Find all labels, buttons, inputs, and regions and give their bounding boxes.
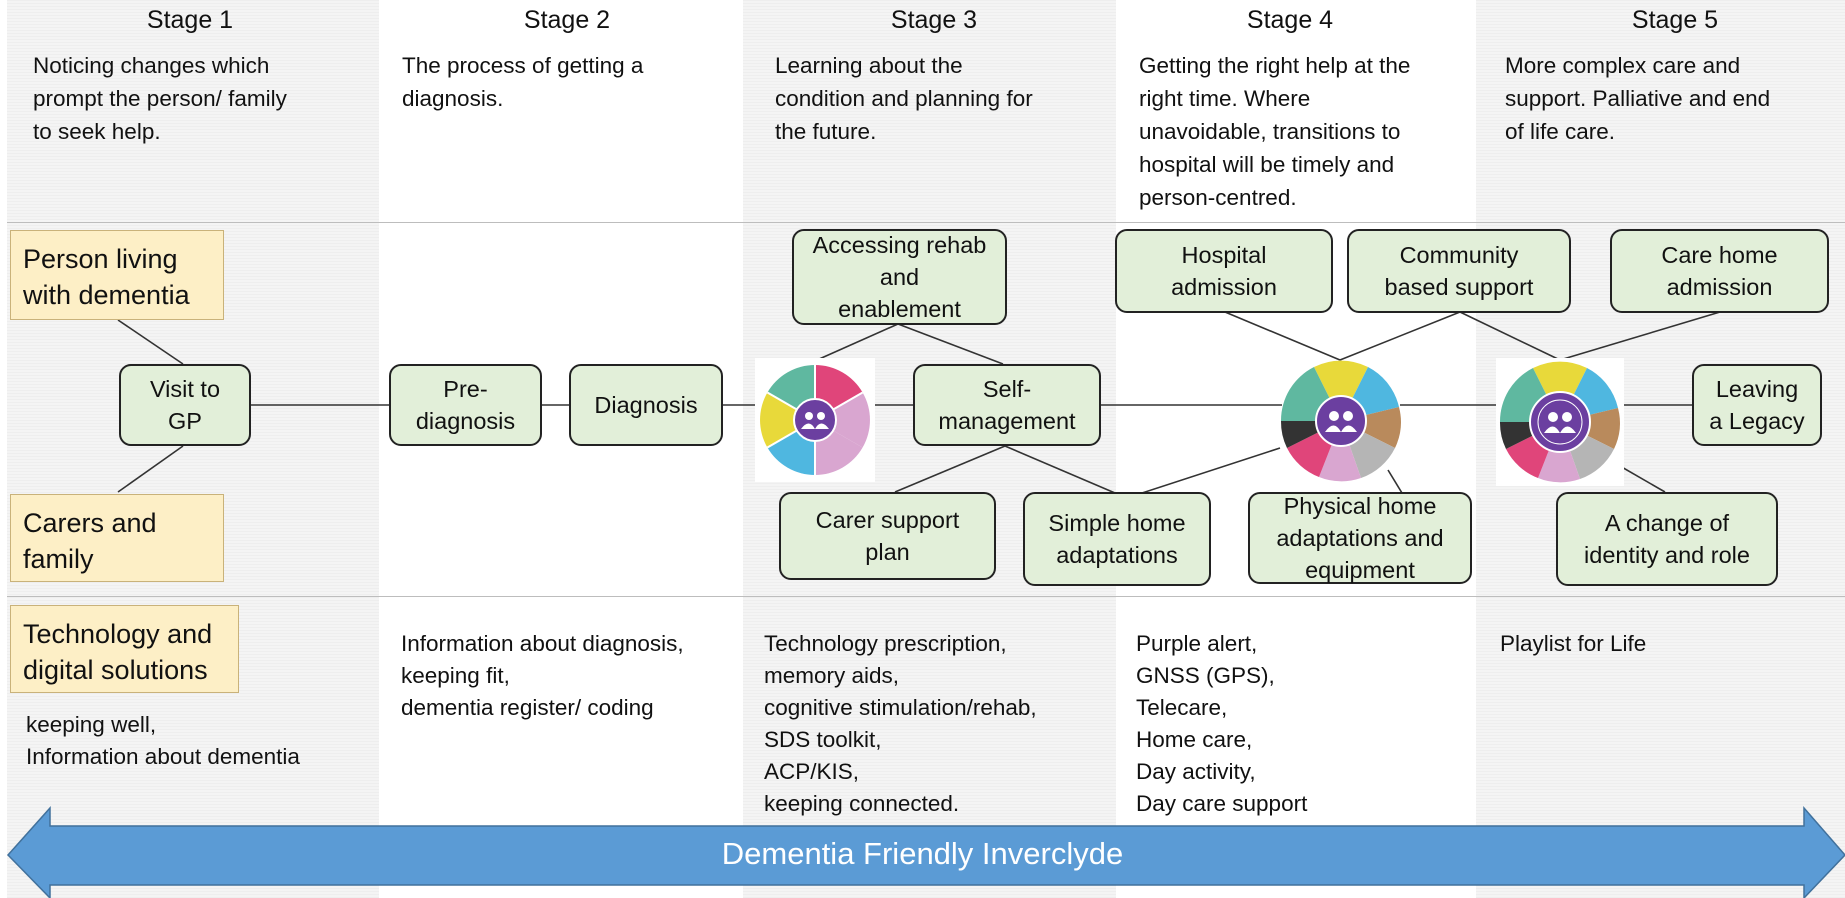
- person-living-with-dementia-label: Person living with dementia: [10, 230, 224, 320]
- care-home-admission-node: Care home admission: [1610, 229, 1829, 313]
- technology-and-digital-solutions-label: Technology and digital solutions: [10, 605, 239, 693]
- stage-2-column: [379, 0, 743, 898]
- technology-stage-4-list: Purple alert, GNSS (GPS), Telecare, Home…: [1136, 631, 1308, 816]
- stage-2-description: The process of getting a diagnosis.: [402, 53, 644, 111]
- technology-stage-1-list: keeping well, Information about dementia: [26, 712, 300, 769]
- accessing-rehab-node: Accessing rehab and enablement: [792, 229, 1007, 325]
- stage-4-title: Stage 4: [1246, 6, 1334, 34]
- visit-to-gp-node: Visit to GP: [119, 364, 251, 446]
- dementia-friendly-inverclyde-banner: Dementia Friendly Inverclyde: [721, 836, 1124, 871]
- stage-1-title: Stage 1: [146, 6, 234, 34]
- care-model-wheel-large: [1496, 358, 1624, 486]
- stage-4-description: Getting the right help at the right time…: [1139, 53, 1411, 210]
- technology-stage-2-list: Information about diagnosis, keeping fit…: [401, 631, 684, 720]
- stage-2-title: Stage 2: [523, 6, 611, 34]
- hospital-admission-node: Hospital admission: [1115, 229, 1333, 313]
- diagnosis-node: Diagnosis: [569, 364, 723, 446]
- stage-3-description: Learning about the condition and plannin…: [775, 53, 1033, 144]
- pre-diagnosis-node: Pre- diagnosis: [389, 364, 542, 446]
- leaving-a-legacy-node: Leaving a Legacy: [1692, 364, 1822, 446]
- stage-1-description: Noticing changes which prompt the person…: [33, 53, 287, 144]
- stage-5-title: Stage 5: [1631, 6, 1719, 34]
- care-model-wheel-small: [755, 358, 875, 482]
- carer-support-plan-node: Carer support plan: [779, 492, 996, 580]
- simple-home-adaptations-node: Simple home adaptations: [1023, 492, 1211, 586]
- technology-stage-3-list: Technology prescription, memory aids, co…: [764, 631, 1037, 816]
- physical-home-adaptations-node: Physical home adaptations and equipment: [1248, 492, 1472, 584]
- stage-5-description: More complex care and support. Palliativ…: [1505, 53, 1771, 144]
- change-of-identity-node: A change of identity and role: [1556, 492, 1778, 586]
- community-based-support-node: Community based support: [1347, 229, 1571, 313]
- care-model-wheel-medium: [1280, 360, 1401, 482]
- self-management-node: Self- management: [913, 364, 1101, 446]
- row-divider-bottom: [7, 596, 1845, 597]
- stage-1-column: [7, 0, 379, 898]
- row-divider-top: [7, 222, 1845, 223]
- technology-stage-5-list: Playlist for Life: [1500, 631, 1647, 656]
- carers-and-family-label: Carers and family: [10, 494, 224, 582]
- stage-3-title: Stage 3: [890, 6, 978, 34]
